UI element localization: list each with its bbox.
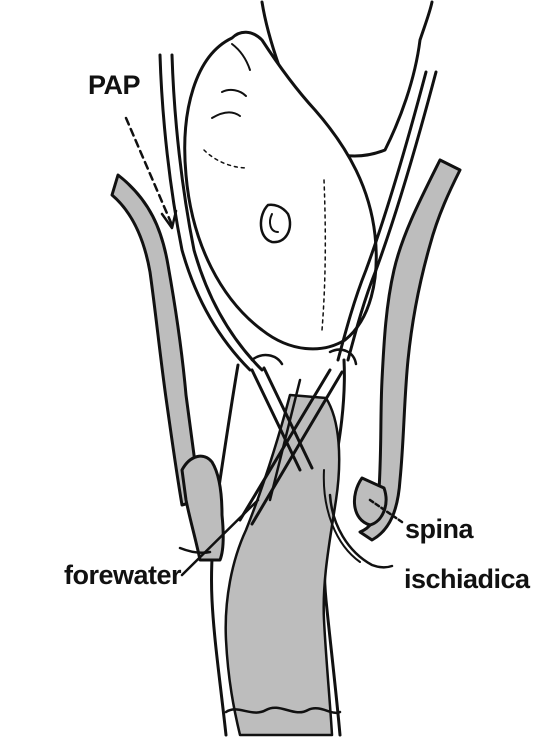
label-spina: spina — [405, 514, 473, 544]
label-forewater: forewater — [64, 560, 181, 590]
left-pelvic-wall — [112, 175, 200, 505]
label-ischiadica: ischiadica — [404, 564, 530, 594]
left-hand — [182, 456, 223, 560]
label-pap: PAP — [88, 70, 140, 100]
